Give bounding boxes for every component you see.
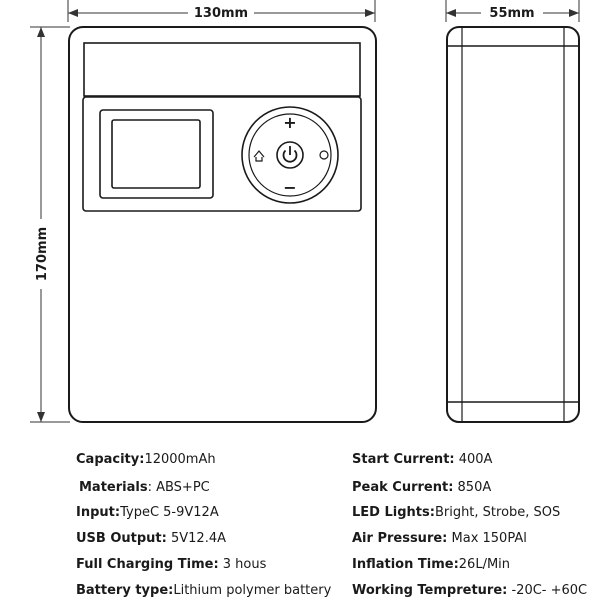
depth-label: 55mm	[489, 6, 534, 21]
mode-icon[interactable]	[253, 150, 265, 162]
display-screen	[111, 119, 201, 189]
front-view: + −	[68, 26, 377, 423]
power-button[interactable]	[276, 141, 304, 169]
spec-inflation-time: Inflation Time:26L/Min	[352, 557, 511, 572]
power-icon	[282, 146, 298, 163]
width-dimension: 130mm	[67, 0, 376, 22]
spec-peak-current: Peak Current: 850A	[352, 480, 492, 495]
spec-working-temperature: Working Tempreture: -20C- +60C	[352, 583, 588, 598]
width-label: 130mm	[194, 6, 248, 21]
light-panel	[83, 42, 361, 97]
spec-battery-type: Battery type:Lithium polymer battery	[76, 583, 332, 598]
control-dial[interactable]: + −	[241, 106, 339, 204]
specifications: Capacity:12000mAh Materials: ABS+PC Inpu…	[0, 440, 600, 600]
spec-start-current: Start Current: 400A	[352, 452, 493, 467]
spec-usb-output: USB Output: 5V12.4A	[76, 531, 226, 546]
plus-button[interactable]: +	[283, 113, 296, 132]
spec-led-lights: LED Lights:Bright, Strobe, SOS	[352, 505, 561, 520]
spec-charging-time: Full Charging Time: 3 hous	[76, 557, 267, 572]
indicator-light	[319, 150, 329, 160]
side-view	[446, 26, 580, 423]
minus-button[interactable]: −	[283, 178, 296, 197]
height-dimension: 170mm	[30, 26, 70, 423]
spec-capacity: Capacity:12000mAh	[76, 452, 216, 467]
product-dimension-diagram: 130mm 55mm 170mm + −	[30, 0, 580, 423]
depth-dimension: 55mm	[445, 0, 580, 22]
height-label: 170mm	[35, 227, 50, 281]
spec-input: Input:TypeC 5-9V12A	[76, 505, 219, 520]
spec-materials: Materials: ABS+PC	[79, 480, 210, 495]
spec-air-pressure: Air Pressure: Max 150PAl	[352, 531, 527, 546]
